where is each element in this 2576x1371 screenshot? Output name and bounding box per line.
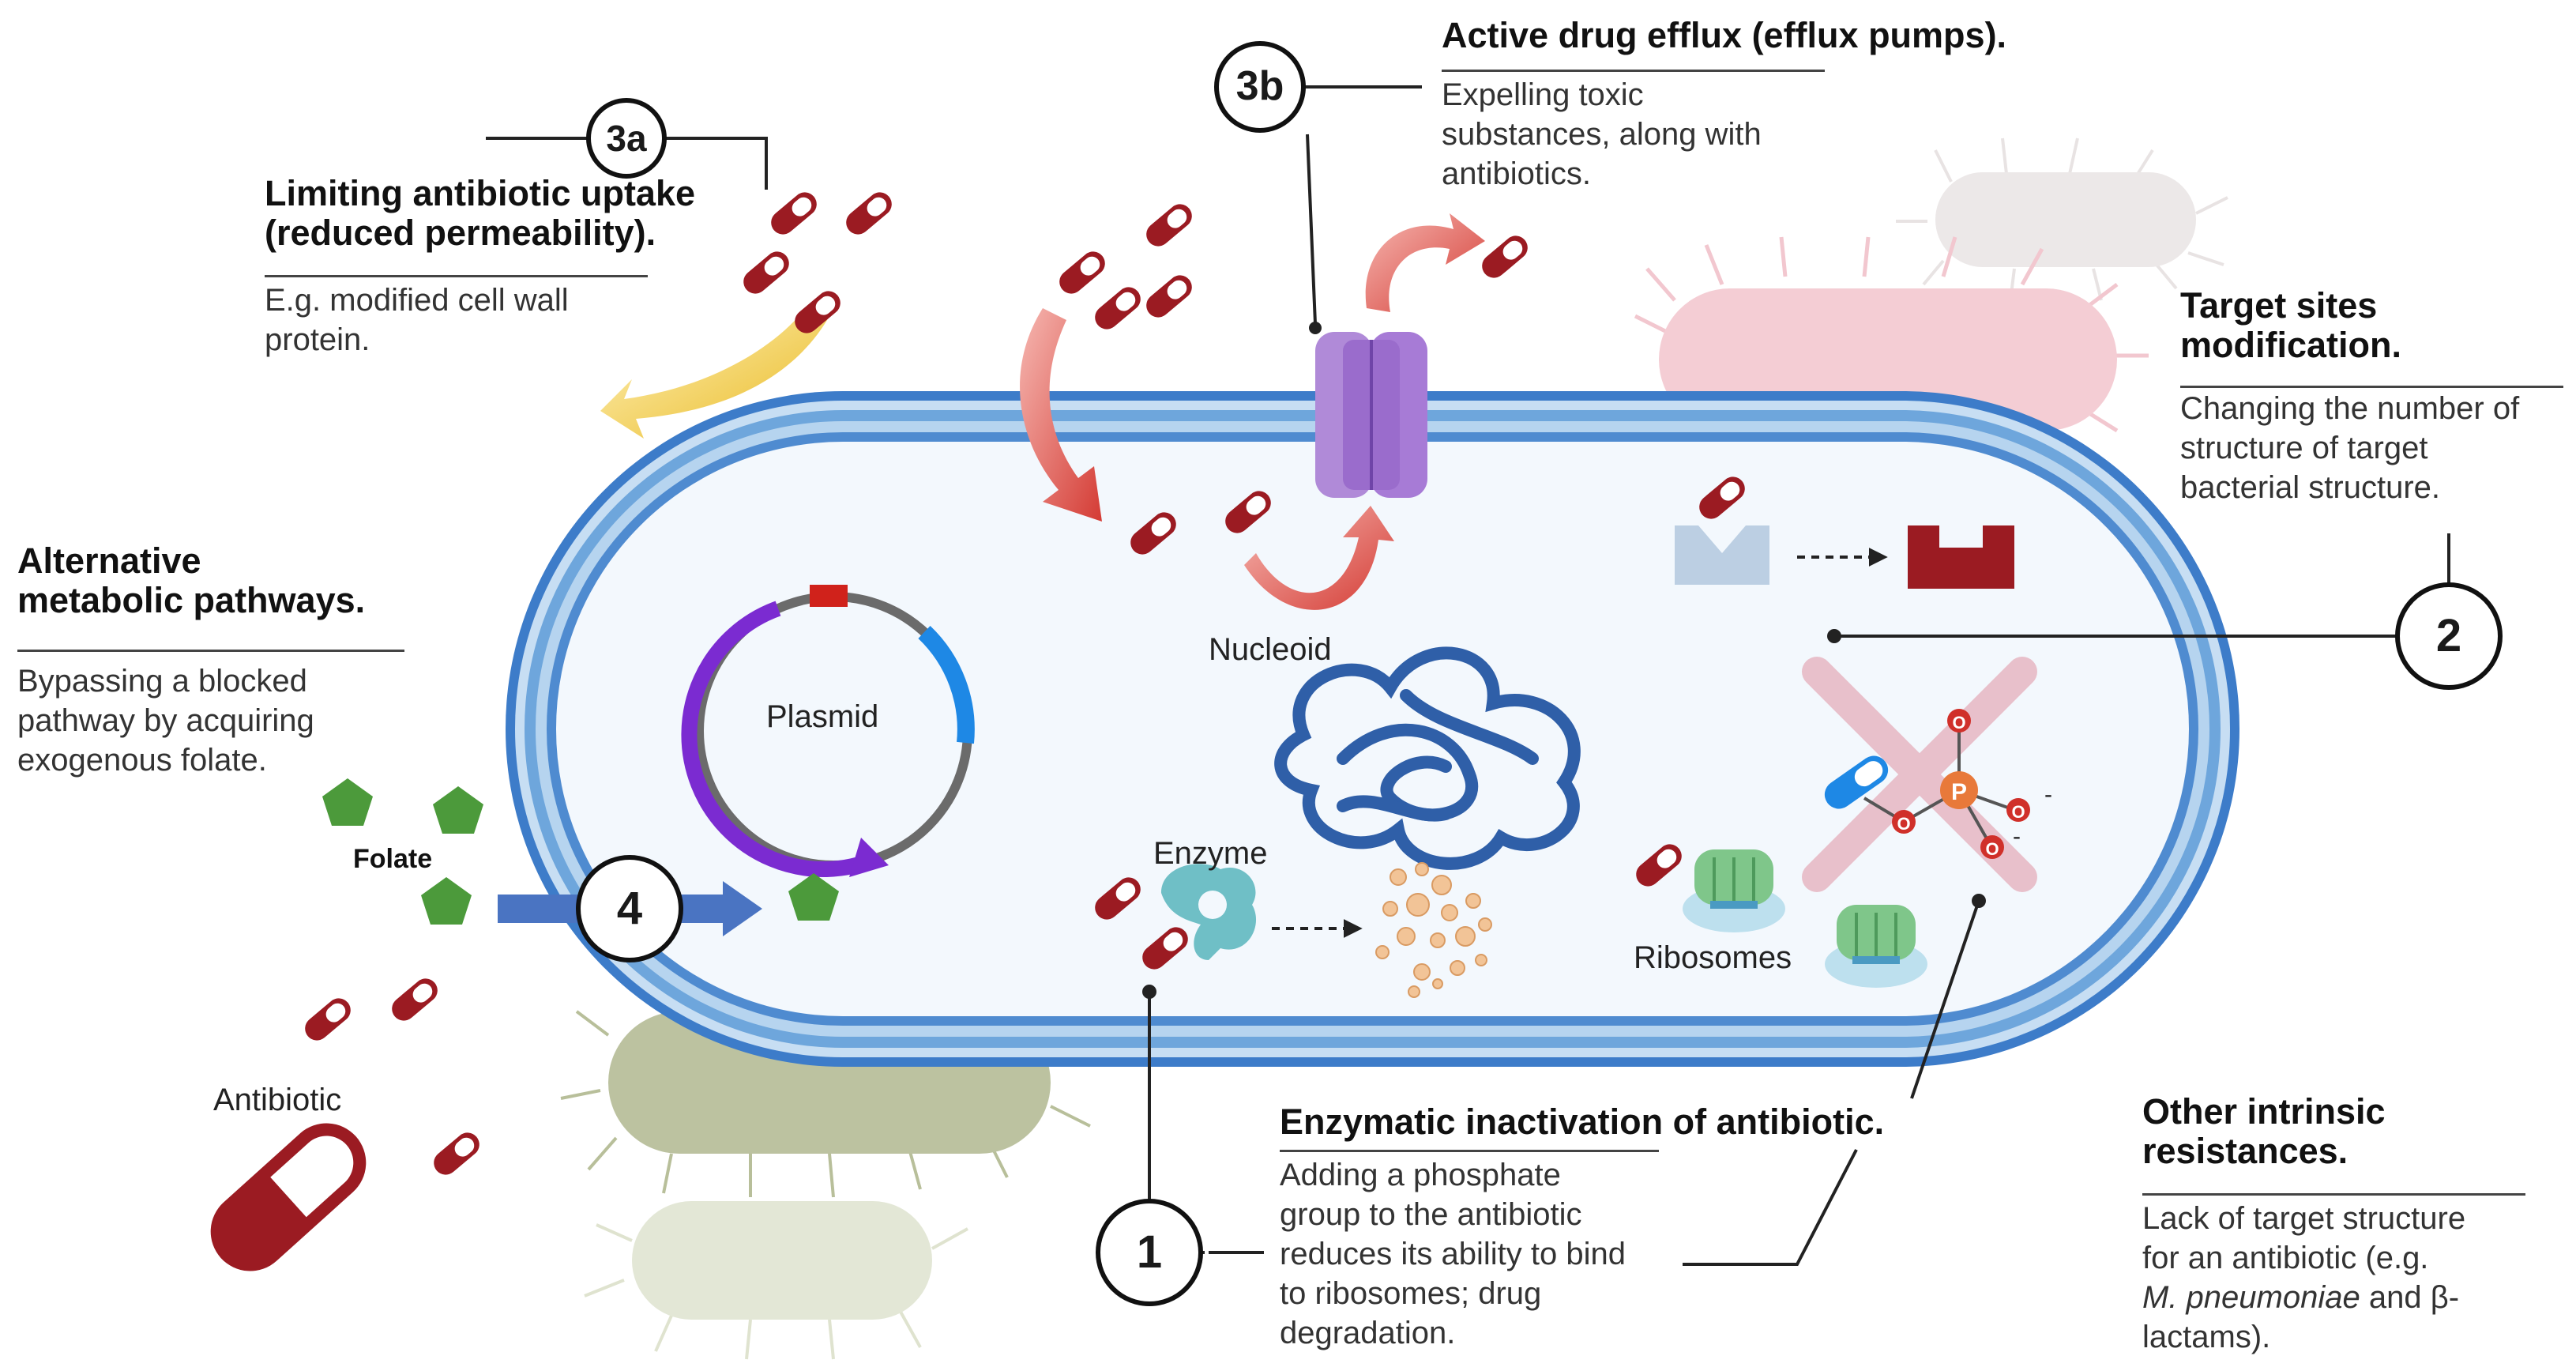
antibiotic-capsule-icon <box>210 1123 367 1271</box>
badge-3b <box>1214 41 1306 133</box>
mechanism-1-description: Adding a phosphate group to the antibiot… <box>1280 1158 1626 1350</box>
efflux-out-arrow <box>1365 213 1485 312</box>
mechanism-2-title: Target sites modification. <box>2180 285 2401 366</box>
mechanism-4-rule <box>17 650 404 652</box>
modified-target-icon <box>1908 525 2014 589</box>
ribosome-icon <box>1683 849 1785 932</box>
mechanism-3b-description: Expelling toxic substances, along with a… <box>1442 77 1762 191</box>
mechanism-4-title: Alternative metabolic pathways. <box>17 540 366 621</box>
oxygen-label: O <box>1985 839 1999 859</box>
oxygen-label: O <box>1897 814 1910 834</box>
phosphate-group-icon <box>1824 709 2030 859</box>
mechanism-2-description: Changing the number of structure of targ… <box>2180 391 2520 505</box>
antibiotic-entry-arrow <box>1020 308 1102 522</box>
badge-4-number: 4 <box>616 883 643 934</box>
ribosomes-label: Ribosomes <box>1634 940 1792 975</box>
badge-4 <box>576 855 683 962</box>
degraded-drug-fragments <box>1375 862 1492 998</box>
antibiotic-label: Antibiotic <box>213 1083 342 1117</box>
mechanism-4-description: Bypassing a blocked pathway by acquiring… <box>17 664 314 778</box>
pump-intake-arrow <box>1244 506 1394 610</box>
bacterial-cell <box>506 391 2239 1067</box>
species-name: M. pneumoniae <box>2142 1280 2360 1315</box>
other-resistances-description: Lack of target structure for an antibiot… <box>2142 1201 2466 1354</box>
efflux-pump-icon <box>1315 332 1427 498</box>
mechanism-2-rule <box>2180 386 2563 388</box>
charge-label: - <box>2013 823 2021 849</box>
background-bacterium-icon <box>584 1201 968 1360</box>
folate-label: Folate <box>353 844 433 874</box>
mechanism-1-title: Enzymatic inactivation of antibiotic. <box>1280 1102 1885 1142</box>
enzyme-label: Enzyme <box>1153 836 1268 871</box>
badge-2-number: 2 <box>2435 610 2462 661</box>
badge-1-number: 1 <box>1136 1226 1163 1278</box>
mechanism-3b-title: Active drug efflux (efflux pumps). <box>1442 15 2007 55</box>
badge-2 <box>2395 582 2503 690</box>
mechanism-3a-rule <box>265 275 648 277</box>
phosphate-p-label: P <box>1951 779 1967 805</box>
oxygen-label: O <box>1952 713 1965 733</box>
plasmid-icon <box>681 585 975 877</box>
oxygen-label: O <box>2011 802 2025 822</box>
ribosome-icon <box>1825 905 1927 988</box>
badge-3a-number: 3a <box>606 118 647 159</box>
target-site-icon <box>1675 525 1769 585</box>
folate-pentagon-icon <box>322 778 839 925</box>
mechanism-3b-rule <box>1442 70 1825 72</box>
charge-label: - <box>2044 782 2052 808</box>
background-bacterium-icon <box>1896 137 2228 301</box>
reduced-uptake-arrow <box>600 308 829 439</box>
badge-1 <box>1096 1199 1203 1306</box>
badge-3a <box>586 98 667 179</box>
other-resistances-rule <box>2142 1193 2525 1196</box>
nucleoid-icon <box>1274 646 1581 870</box>
nucleoid-label: Nucleoid <box>1209 632 1332 667</box>
badge-3b-number: 3b <box>1235 63 1284 109</box>
plasmid-label: Plasmid <box>766 699 879 734</box>
mechanism-3a-description: E.g. modified cell wall protein. <box>265 283 569 357</box>
mechanism-3a-title: Limiting antibiotic uptake (reduced perm… <box>265 173 696 254</box>
mechanism-1-rule <box>1280 1150 1659 1152</box>
other-resistances-title: Other intrinsic resistances. <box>2142 1091 2386 1172</box>
enzyme-icon <box>1161 864 1257 960</box>
